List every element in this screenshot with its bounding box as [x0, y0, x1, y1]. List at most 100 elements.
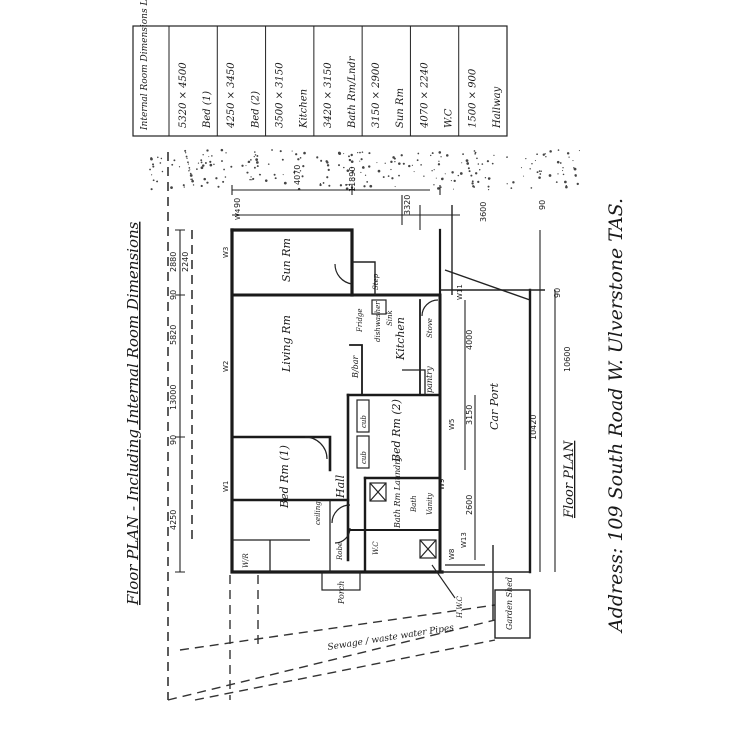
table-header: Internal Room Dimensions Living Rm: [140, 0, 150, 131]
fixtures: [356, 299, 437, 559]
speck: [152, 179, 155, 182]
speck: [568, 156, 570, 158]
speck: [222, 180, 225, 183]
room-sun-rm: Sun Rm: [280, 238, 293, 282]
speck: [548, 174, 552, 177]
speck: [359, 160, 361, 162]
table-cell-6: 3420 × 3150: [323, 62, 334, 128]
speck: [302, 165, 305, 168]
speck: [411, 164, 413, 166]
speck: [369, 184, 373, 188]
speck: [345, 187, 349, 190]
speck: [402, 162, 405, 165]
speck: [477, 180, 480, 183]
speck: [197, 162, 200, 164]
pipes-label: Sewage / waste water Pipes: [327, 623, 455, 653]
speck: [249, 178, 251, 181]
speck: [486, 160, 490, 163]
speck: [472, 185, 475, 188]
speck: [160, 157, 163, 160]
cub-label-2: cub: [360, 451, 368, 464]
speck: [326, 164, 330, 167]
speck: [392, 156, 395, 159]
speck: [245, 165, 247, 167]
wc-label: W.C: [372, 541, 380, 555]
window-label-w11: W11: [456, 284, 464, 300]
speck: [274, 177, 277, 180]
speck: [398, 174, 400, 177]
speck: [327, 168, 330, 172]
dim-90-a: 90: [233, 198, 242, 208]
speck: [540, 170, 542, 172]
speck: [435, 177, 437, 179]
bath-tub-label: Bath: [410, 495, 418, 513]
room-car-port: Car Port: [488, 382, 501, 430]
dim-3320: 3320: [403, 195, 412, 215]
speck: [297, 158, 300, 161]
speck: [368, 165, 371, 168]
dim-3600: 3600: [479, 202, 488, 222]
speck: [408, 164, 411, 168]
speck: [339, 184, 343, 187]
speck: [182, 184, 185, 187]
stove-label: Stove: [426, 318, 434, 338]
speck: [271, 149, 273, 151]
speck: [200, 159, 203, 162]
speck: [539, 173, 542, 175]
speck: [506, 183, 508, 185]
speck: [189, 174, 193, 177]
speck: [398, 162, 401, 165]
fridge-label: Fridge: [356, 308, 364, 333]
speck: [170, 186, 173, 189]
speck: [366, 181, 369, 183]
hwc-label: H.W.C: [456, 595, 464, 619]
window-label-w3: W3: [222, 247, 230, 258]
speck: [423, 175, 425, 177]
speck: [556, 160, 560, 164]
speck: [557, 149, 560, 151]
speck: [362, 166, 365, 169]
speck: [555, 181, 558, 183]
speck: [575, 175, 577, 177]
speck: [536, 153, 538, 156]
room-porch: Porch: [337, 581, 346, 605]
speck: [220, 148, 224, 152]
door-swings: [304, 263, 439, 544]
speck: [213, 163, 215, 166]
dishwasher-label: dishwasher: [374, 301, 382, 342]
speck: [544, 153, 546, 155]
scan-noise: [149, 148, 580, 191]
speck: [206, 181, 209, 184]
cub-label-1: cub: [360, 415, 368, 428]
speck: [150, 188, 153, 191]
speck: [256, 165, 259, 168]
speck: [209, 163, 213, 167]
speck: [457, 174, 460, 177]
dim-2880: 2880: [169, 252, 178, 272]
speck: [451, 171, 454, 174]
room-hall: Hall: [334, 474, 347, 499]
speck: [473, 150, 476, 152]
porch-outline: [321, 571, 361, 591]
table-cell-11: W.C: [443, 108, 454, 128]
speck: [230, 165, 233, 168]
speck: [477, 163, 480, 165]
speck: [559, 162, 562, 164]
speck: [350, 153, 353, 157]
speck: [150, 157, 153, 161]
speck: [293, 171, 296, 174]
speck: [346, 169, 350, 172]
room-bed2: Bed Rm (2): [390, 399, 403, 463]
speck: [202, 164, 205, 167]
speck: [467, 167, 470, 170]
address: Address: 109 South Road W. Ulverstone TA…: [605, 198, 627, 634]
table-cell-1: Bed (1): [202, 91, 213, 129]
dim-5820: 5820: [169, 325, 178, 345]
speck: [188, 167, 191, 169]
speck: [440, 177, 444, 181]
speck: [178, 166, 181, 168]
speck: [337, 151, 341, 155]
speck: [200, 161, 203, 164]
speck: [189, 169, 191, 171]
